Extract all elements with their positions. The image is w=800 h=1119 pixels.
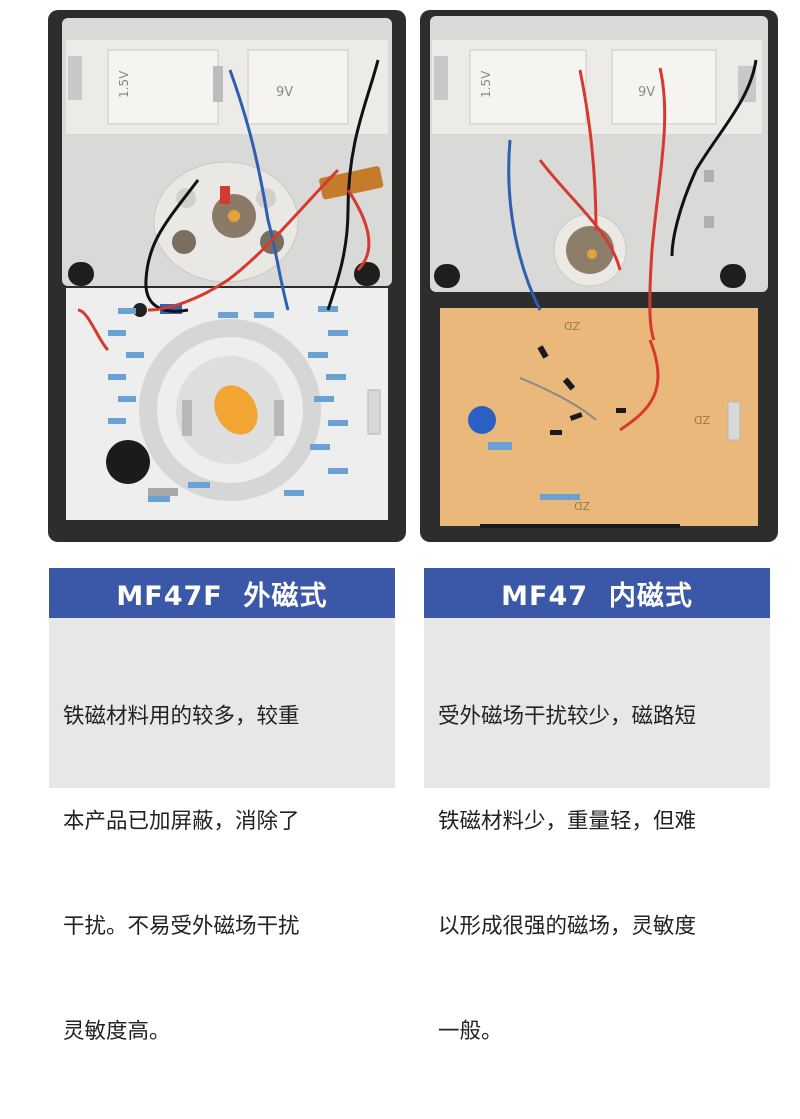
battery-label-1: 1.5V (479, 70, 493, 98)
multimeter-external-magnet-interior-icon: 1.5V 9V (48, 10, 406, 542)
battery-label-2: 9V (276, 85, 293, 100)
battery-label-2: 9V (638, 85, 655, 100)
panel-description: 铁磁材料用的较多，较重 本产品已加屏蔽，消除了 干扰。不易受外磁场干扰 灵敏度高… (49, 618, 395, 1044)
description-line: 受外磁场干扰较少，磁路短 (438, 704, 697, 729)
description-line: 一般。 (438, 1019, 503, 1044)
pcb-mark-2: ZD (694, 413, 710, 426)
description-line: 以形成很强的磁场，灵敏度 (438, 914, 697, 939)
description-line: 本产品已加屏蔽，消除了 (63, 809, 300, 834)
description-line: 铁磁材料用的较多，较重 (63, 704, 300, 729)
description-line: 干扰。不易受外磁场干扰 (63, 914, 300, 939)
photo-mf47f-interior: 1.5V 9V (48, 10, 406, 542)
panel-mf47: MF47 内磁式 受外磁场干扰较少，磁路短 铁磁材料少，重量轻，但难 以形成很强… (424, 568, 770, 1044)
pcb-mark-3: ZD (574, 499, 590, 512)
panel-mf47f: MF47F 外磁式 铁磁材料用的较多，较重 本产品已加屏蔽，消除了 干扰。不易受… (49, 568, 395, 1044)
battery-label-1: 1.5V (117, 70, 131, 98)
pcb-mark-1: ZD (564, 319, 580, 332)
description-line: 灵敏度高。 (63, 1019, 171, 1044)
panel-title: MF47 内磁式 (424, 568, 770, 618)
multimeter-internal-magnet-interior-icon: 1.5V 9V ZD ZD ZD (420, 10, 778, 542)
description-line: 铁磁材料少，重量轻，但难 (438, 809, 697, 834)
panel-title: MF47F 外磁式 (49, 568, 395, 618)
panel-description: 受外磁场干扰较少，磁路短 铁磁材料少，重量轻，但难 以形成很强的磁场，灵敏度 一… (424, 618, 770, 1044)
photo-mf47-interior: 1.5V 9V ZD ZD ZD (420, 10, 778, 542)
